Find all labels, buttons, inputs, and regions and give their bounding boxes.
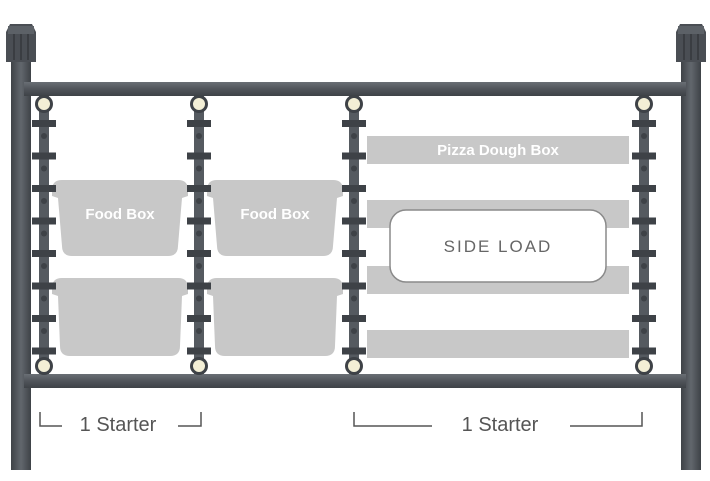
- vertical-rail: [32, 96, 56, 374]
- starter-label-left: 1 Starter: [80, 414, 157, 436]
- right-post: [676, 24, 706, 470]
- starter-bracket-left: [39, 412, 202, 427]
- vertical-rail: [187, 96, 211, 374]
- bottom-crossbar: [24, 374, 686, 388]
- food-box-right-label: Food Box: [240, 206, 310, 223]
- side-load-text: SIDE LOAD: [444, 237, 553, 256]
- bolt: [635, 357, 653, 375]
- vertical-rails: [32, 96, 656, 374]
- food-box-left-label: Food Box: [85, 206, 155, 223]
- bolt: [635, 95, 653, 113]
- bolt: [345, 357, 363, 375]
- side-load-badge: SIDE LOAD: [389, 209, 607, 283]
- bolt: [190, 357, 208, 375]
- food-box-left: Food Box: [52, 180, 188, 356]
- left-post: [6, 24, 36, 470]
- vertical-rail: [632, 96, 656, 374]
- bolts: [35, 95, 653, 375]
- pizza-dough-box-label: Pizza Dough Box: [437, 142, 559, 159]
- food-box-right: Food Box: [207, 180, 343, 356]
- bolt: [345, 95, 363, 113]
- starter-label-right: 1 Starter: [462, 414, 539, 436]
- bolt: [35, 357, 53, 375]
- bolt: [35, 95, 53, 113]
- top-crossbar: [24, 82, 686, 96]
- bolt: [190, 95, 208, 113]
- vertical-rail: [342, 96, 366, 374]
- starter-bracket-right: [353, 412, 643, 427]
